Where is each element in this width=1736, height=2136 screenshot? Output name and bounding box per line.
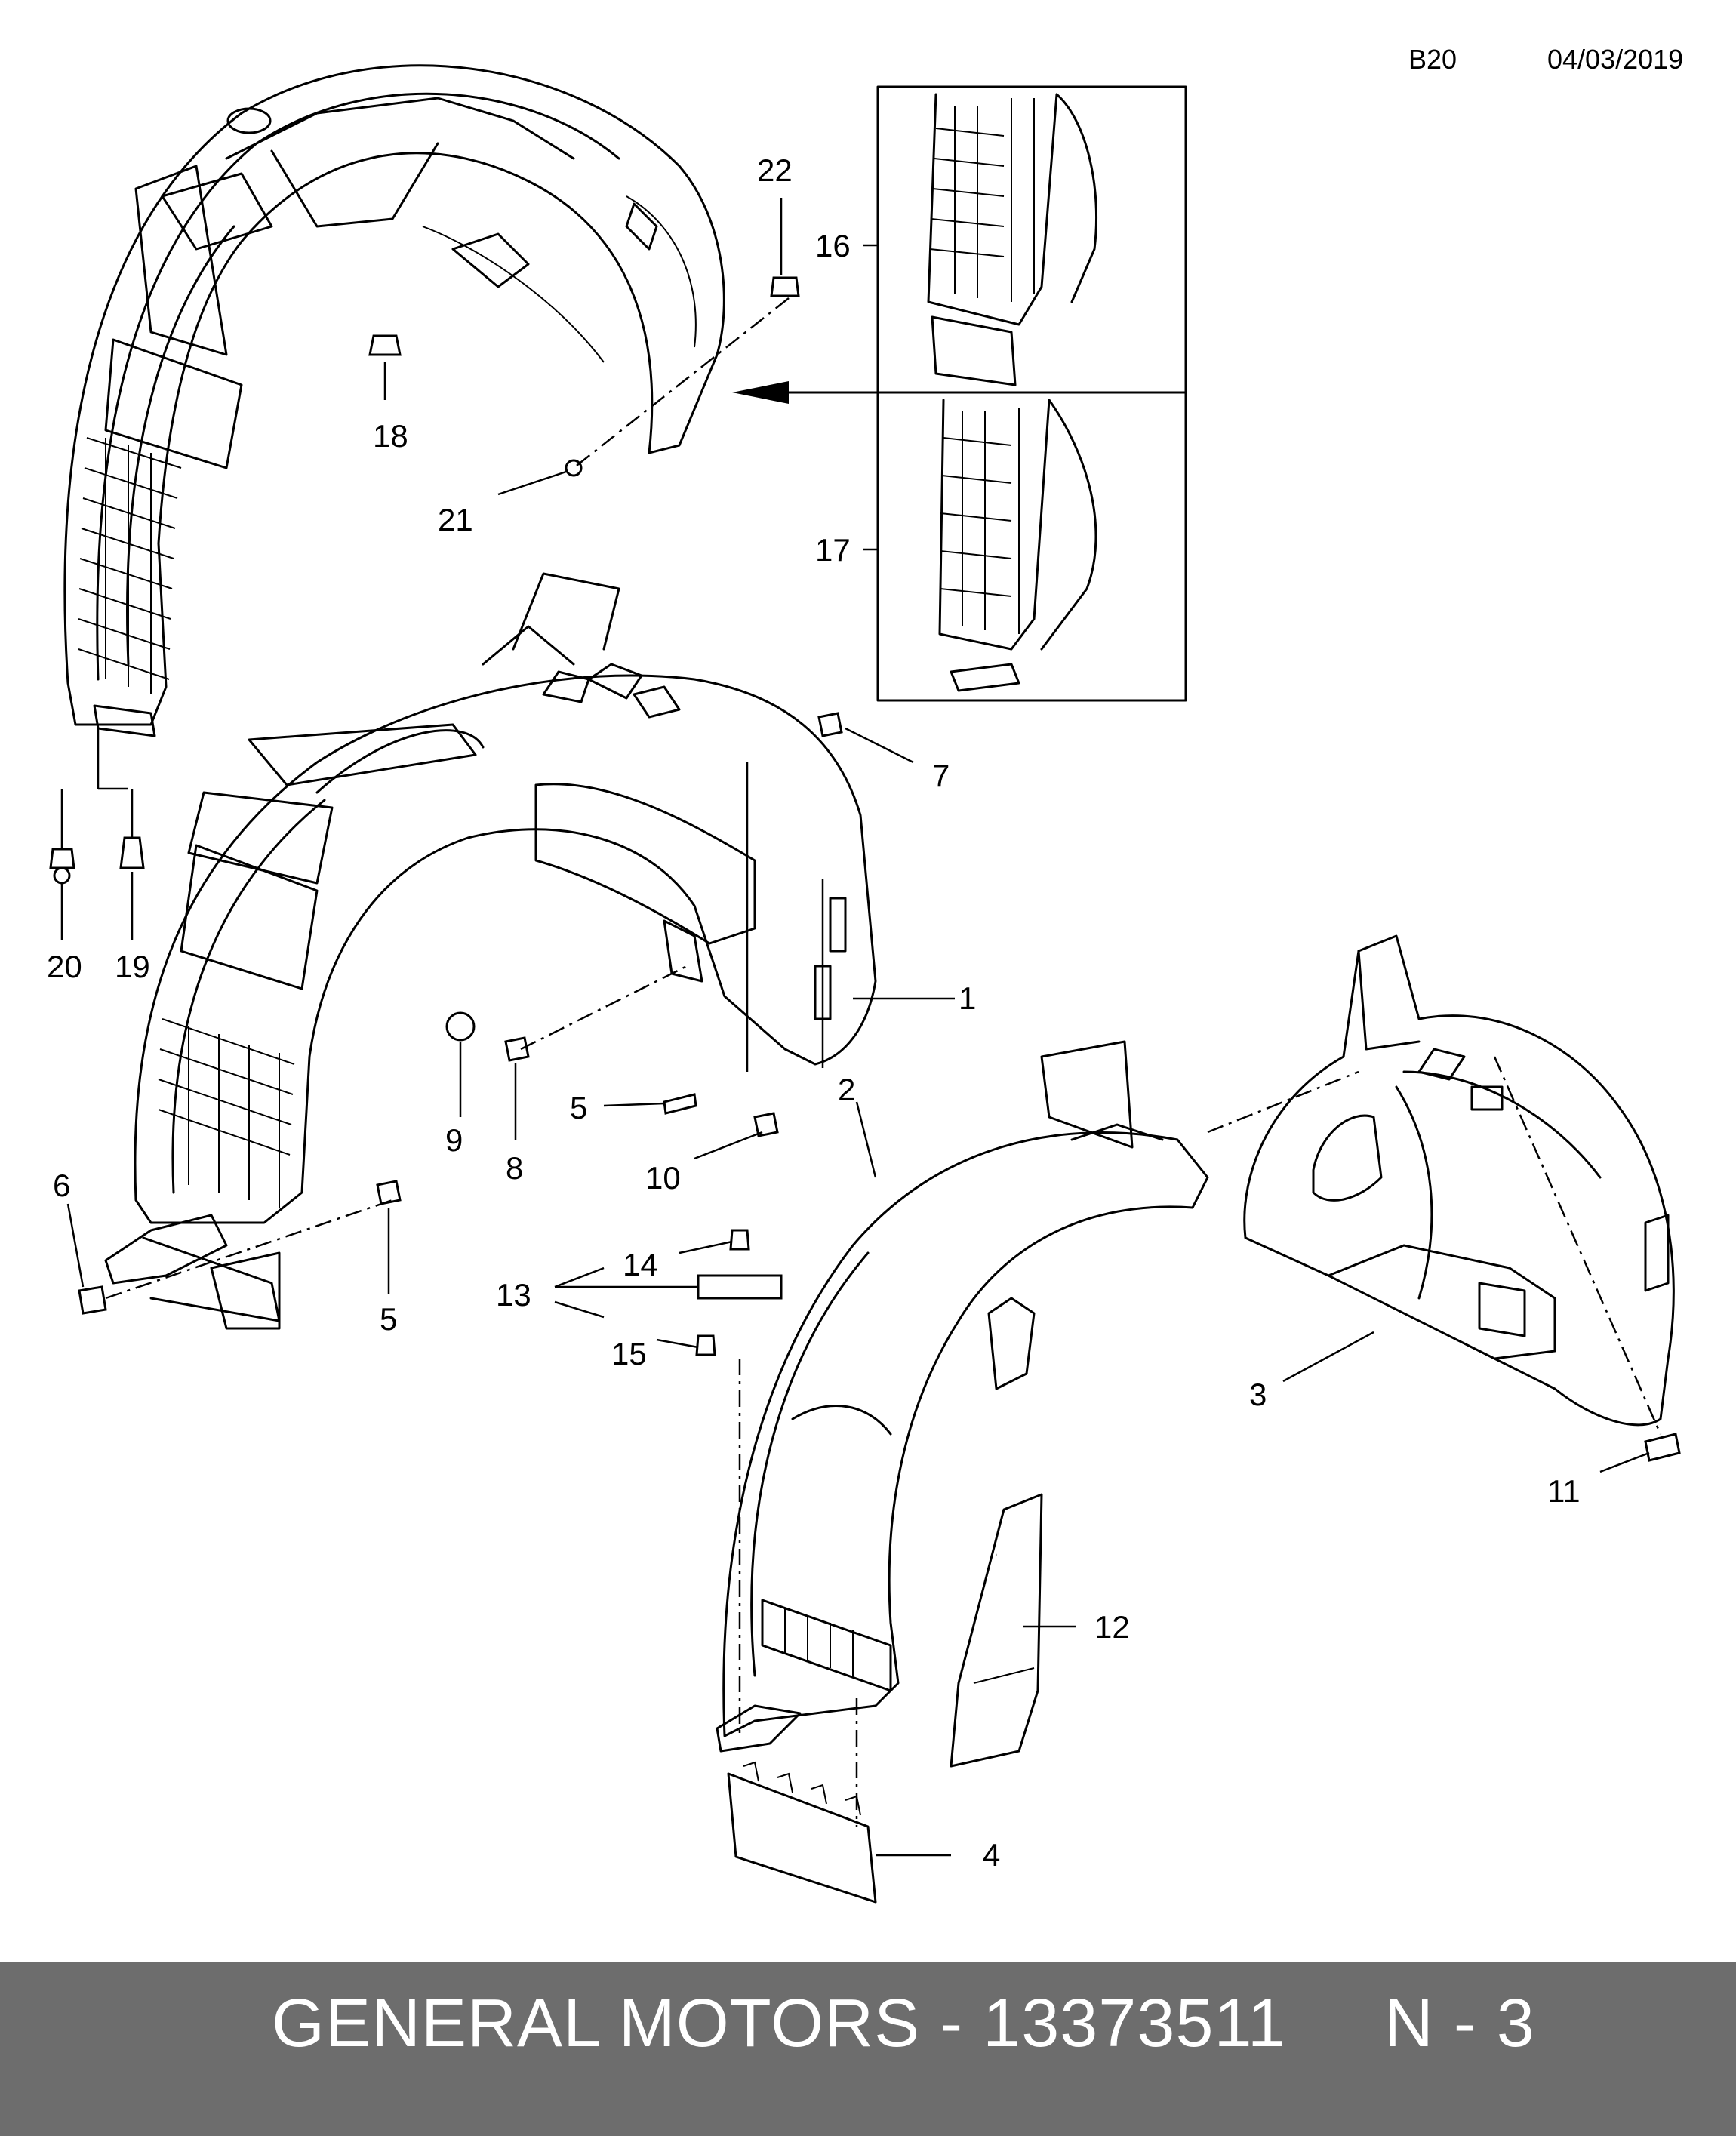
leader-lines — [60, 198, 1650, 1857]
callout-15: 15 — [611, 1336, 647, 1371]
callout-22: 22 — [757, 152, 793, 188]
callout-labels: 1 2 3 4 5 5 6 7 8 9 10 11 12 13 14 15 16… — [47, 152, 1581, 1873]
callout-16: 16 — [815, 228, 851, 263]
front-wheelhouse-liner — [104, 572, 877, 1330]
callout-20: 20 — [47, 949, 82, 984]
parts-diagram: 1 2 3 4 5 5 6 7 8 9 10 11 12 13 14 15 16… — [47, 64, 1681, 1904]
callout-6: 6 — [53, 1168, 70, 1203]
callout-9: 9 — [445, 1122, 463, 1158]
callout-7: 7 — [932, 758, 950, 793]
callout-12: 12 — [1094, 1609, 1130, 1645]
diagram-date: 04/03/2019 — [1547, 44, 1684, 75]
callout-19: 19 — [115, 949, 150, 984]
fender-liner-extension — [697, 1040, 1209, 1753]
detail-arrow — [732, 381, 879, 404]
assembly-lines — [105, 297, 1662, 1827]
callout-4: 4 — [983, 1837, 1000, 1873]
fasteners — [49, 276, 843, 1356]
splash-shield — [727, 1761, 877, 1904]
callout-10: 10 — [645, 1160, 681, 1196]
footer-part-number: GENERAL MOTORS - 13373511 N - 3 — [272, 1986, 1535, 2061]
callout-3: 3 — [1249, 1377, 1267, 1412]
callout-21: 21 — [438, 502, 473, 537]
rear-wheelhouse-liner — [1243, 934, 1681, 1462]
footer-bar — [0, 1962, 1736, 2136]
detail-inset — [876, 85, 1187, 702]
callout-14: 14 — [623, 1247, 658, 1282]
callout-2: 2 — [838, 1072, 855, 1107]
callout-11: 11 — [1547, 1473, 1581, 1509]
callout-17: 17 — [815, 532, 851, 568]
diagram-code: B20 — [1408, 44, 1457, 75]
callout-1: 1 — [959, 980, 976, 1016]
callout-8: 8 — [506, 1150, 523, 1186]
callout-13: 13 — [496, 1277, 531, 1313]
liner-strip — [950, 1493, 1043, 1768]
callout-5-upper: 5 — [570, 1090, 587, 1125]
upper-wheelhouse-liner — [63, 64, 725, 737]
callout-5-lower: 5 — [380, 1301, 397, 1337]
callout-18: 18 — [373, 418, 408, 454]
